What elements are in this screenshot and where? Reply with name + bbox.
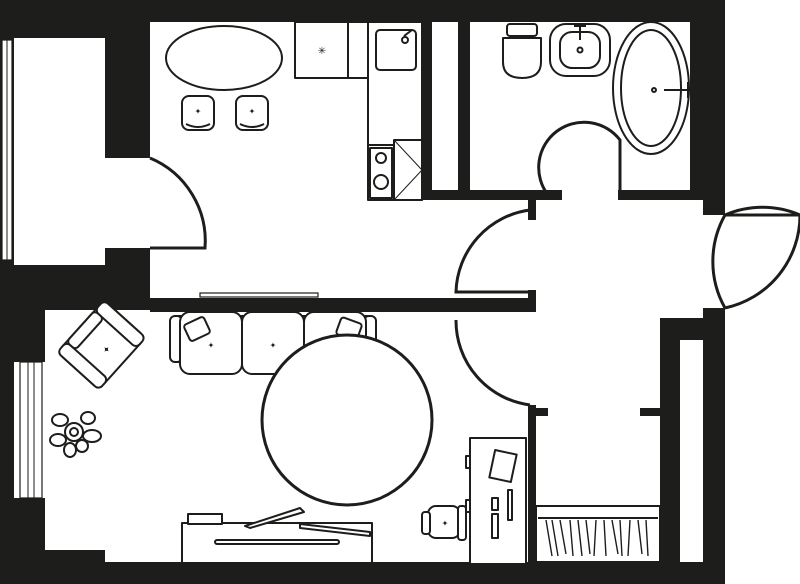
stove xyxy=(393,139,423,201)
wall-wardrobe-top xyxy=(660,318,703,340)
sofa-pillow-left xyxy=(183,316,211,342)
wall-kitchen-living xyxy=(150,298,530,312)
svg-text:✦: ✦ xyxy=(208,341,215,350)
wall-hall-left-a xyxy=(528,200,536,220)
wall-bath-right xyxy=(690,22,703,200)
wall-hall-stub-a xyxy=(528,408,548,416)
office-chair: ✦ xyxy=(421,505,467,541)
balcony xyxy=(1,39,43,499)
toilet-room xyxy=(502,23,611,79)
threshold-kitchen-living xyxy=(199,292,319,298)
toilet-bowl xyxy=(502,37,542,79)
dining-table xyxy=(165,25,283,91)
balcony-frame-top xyxy=(0,0,105,38)
kitchen: ✦ ✦ ✳ xyxy=(165,21,423,201)
dining-chair-left: ✦ xyxy=(181,95,215,131)
wall-left-living-a xyxy=(0,300,45,362)
wall-bath-bottom-b xyxy=(618,190,713,200)
svg-text:✦: ✦ xyxy=(249,107,256,116)
living-room: ✦ ✦ ✦ xyxy=(49,301,527,565)
tv-unit xyxy=(181,507,373,564)
wall-toilet-left xyxy=(458,22,470,200)
wall-bottom xyxy=(105,562,725,584)
door-bathroom xyxy=(537,120,622,196)
armchair: ✦ xyxy=(58,301,145,389)
svg-text:✦: ✦ xyxy=(195,107,202,116)
wall-hall-left-c xyxy=(528,405,536,565)
door-entrance-leaf xyxy=(724,213,800,310)
toilet-tank xyxy=(506,23,538,37)
wall-left-living-c xyxy=(45,550,105,584)
door-balcony-kitchen xyxy=(149,156,207,250)
wall-top xyxy=(105,0,725,22)
balcony-glass-bottom xyxy=(19,361,43,499)
wardrobe xyxy=(535,505,661,563)
wall-left-upper-a xyxy=(105,0,150,158)
laptop xyxy=(488,449,518,483)
door-entrance xyxy=(711,205,800,309)
wall-right-lower xyxy=(703,308,725,584)
bathroom xyxy=(612,21,690,155)
wall-wardrobe-right xyxy=(660,318,680,566)
wall-hall-stub-b xyxy=(640,408,660,416)
walls xyxy=(0,0,725,584)
door-hall-kitchen xyxy=(454,208,531,294)
wall-right-upper xyxy=(703,0,725,215)
svg-text:✦: ✦ xyxy=(270,341,277,350)
svg-text:✳: ✳ xyxy=(318,46,326,57)
wall-kitchen-bath xyxy=(422,22,432,200)
kitchen-sink xyxy=(375,29,417,71)
plant xyxy=(49,411,102,458)
bathtub xyxy=(612,21,690,155)
wall-bath-bottom-a xyxy=(422,190,562,200)
wall-hall-left-b xyxy=(528,290,536,312)
kitchen-counter-top xyxy=(294,21,371,79)
svg-text:✦: ✦ xyxy=(442,519,449,528)
door-hall-living xyxy=(454,319,531,407)
round-rug xyxy=(260,333,434,507)
desk xyxy=(465,437,527,565)
dining-chair-right: ✦ xyxy=(235,95,269,131)
wall-left-living-b xyxy=(0,498,45,584)
doors xyxy=(149,120,800,407)
